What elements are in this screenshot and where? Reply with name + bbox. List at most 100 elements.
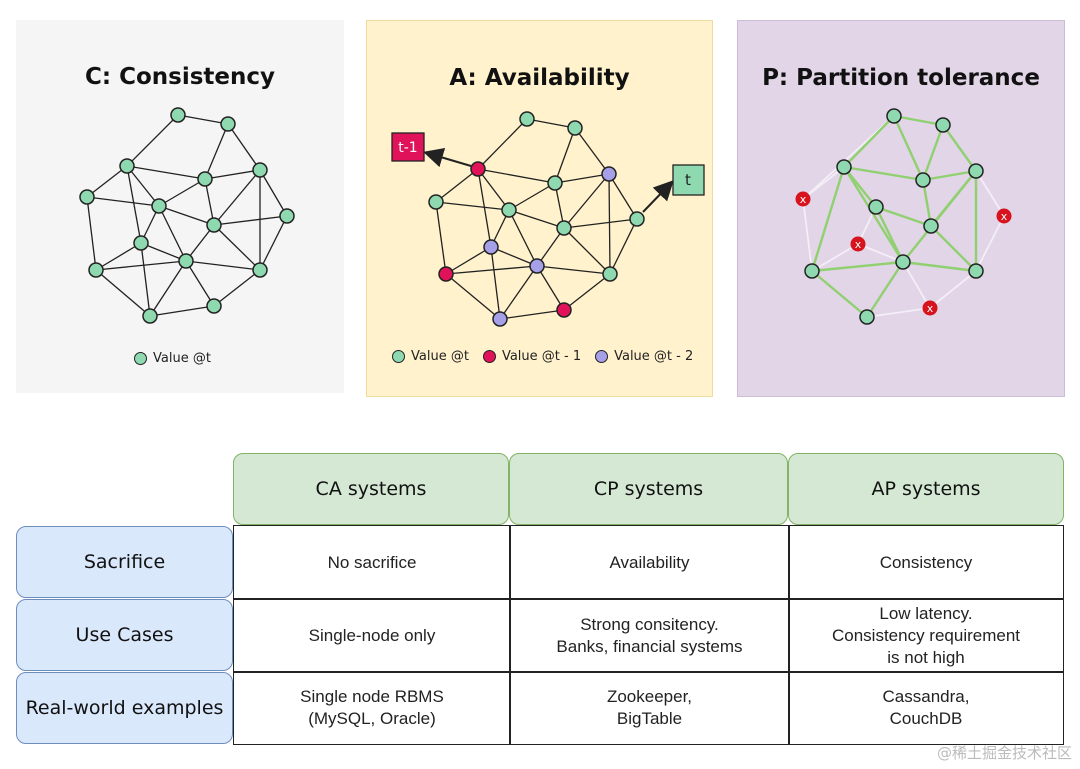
graph-edge — [554, 127, 576, 184]
graph-edge — [526, 118, 576, 129]
faint-edge — [866, 307, 931, 318]
graph-edge — [213, 224, 261, 271]
graph-node — [836, 159, 852, 175]
graph-edge — [499, 265, 538, 320]
graph-node — [602, 266, 618, 282]
graph-node — [556, 220, 572, 236]
arrow-to-t1 — [423, 147, 472, 168]
graph-edge — [477, 168, 510, 211]
graph-node — [923, 218, 939, 234]
green-dot-icon — [134, 352, 147, 365]
graph-node — [151, 198, 167, 214]
graph-edge — [536, 265, 565, 311]
faint-edge — [802, 198, 813, 272]
graph-edge — [158, 205, 187, 262]
faint-edge — [857, 243, 904, 263]
table-cell: Strong consitency. Banks, financial syst… — [556, 614, 743, 656]
consistency-title: C: Consistency — [85, 64, 275, 90]
graph-edge — [893, 114, 944, 127]
graph-edge — [921, 124, 945, 181]
blue-dot-icon — [595, 350, 609, 363]
partition-x-icon — [850, 236, 866, 252]
partition-x-label: x — [927, 302, 934, 315]
legend-value-t: Value @t — [411, 349, 469, 364]
graph-node — [470, 161, 486, 177]
partition-x-icon — [996, 208, 1012, 224]
arrow-to-t — [642, 180, 674, 213]
graph-node — [88, 262, 104, 278]
graph-edge — [126, 165, 142, 244]
graph-edge — [875, 205, 932, 228]
table-cell: Consistency — [879, 552, 973, 572]
graph-node — [178, 253, 194, 269]
graph-edge — [810, 166, 846, 272]
table-cell: Low latency. Consistency requirement is … — [831, 603, 1021, 667]
graph-node — [438, 266, 454, 282]
graph-edge — [563, 218, 638, 229]
header-ca-systems: CA systems — [233, 453, 509, 525]
graph-edge — [177, 114, 229, 125]
graph-edge — [149, 305, 215, 317]
graph-edge — [536, 265, 611, 275]
faint-edge — [929, 270, 977, 309]
faint-edge — [975, 170, 1005, 217]
graph-edge — [843, 115, 895, 168]
graph-node — [492, 311, 508, 327]
partition-x-icon — [795, 191, 811, 207]
graph-edge — [536, 227, 565, 267]
graph-node — [252, 262, 268, 278]
graph-edge — [508, 209, 538, 267]
graph-edge — [213, 169, 261, 226]
graph-node — [968, 263, 984, 279]
graph-node — [220, 116, 236, 132]
graph-edge — [126, 165, 160, 207]
graph-node — [804, 263, 820, 279]
graph-edge — [554, 173, 610, 184]
graph-node — [206, 217, 222, 233]
graph-node — [483, 239, 499, 255]
legend-value-t: Value @t — [153, 351, 211, 366]
graph-edge — [508, 209, 565, 229]
graph-node — [142, 308, 158, 324]
graph-node — [859, 309, 875, 325]
graph-edge — [95, 269, 151, 317]
graph-edge — [563, 173, 610, 229]
graph-edge — [843, 165, 924, 182]
graph-node — [935, 117, 951, 133]
graph-edge — [942, 124, 977, 172]
graph-edge — [865, 261, 905, 318]
graph-node — [529, 258, 545, 274]
availability-title: A: Availability — [449, 65, 630, 91]
graph-edge — [213, 269, 261, 307]
partition-x-label: x — [800, 193, 807, 206]
graph-edge — [140, 242, 187, 262]
graph-edge — [259, 215, 288, 271]
graph-node — [133, 235, 149, 251]
graph-node — [252, 162, 268, 178]
graph-node — [968, 163, 984, 179]
graph-node — [279, 208, 295, 224]
graph-node — [915, 172, 931, 188]
box-t1 — [391, 132, 425, 162]
graph-edge — [259, 169, 288, 217]
graph-edge — [204, 169, 261, 180]
partition-title: P: Partition tolerance — [762, 65, 1040, 91]
legend-value-t1: Value @t - 1 — [501, 349, 582, 364]
table-cell: Cassandra, CouchDB — [882, 687, 970, 728]
graph-edge — [445, 265, 538, 275]
table-cell: Zookeeper, BigTable — [606, 687, 693, 728]
graph-edge — [126, 114, 179, 167]
graph-edge — [609, 218, 638, 275]
graph-edge — [490, 246, 538, 267]
graph-edge — [477, 168, 556, 184]
graph-edge — [185, 260, 261, 271]
faint-edge — [802, 166, 845, 200]
row-label-real-world: Real-world examples — [16, 672, 233, 744]
table-cell: Single-node only — [308, 625, 436, 645]
graph-node — [119, 158, 135, 174]
box-t-label: t — [685, 171, 691, 189]
graph-edge — [499, 309, 565, 320]
